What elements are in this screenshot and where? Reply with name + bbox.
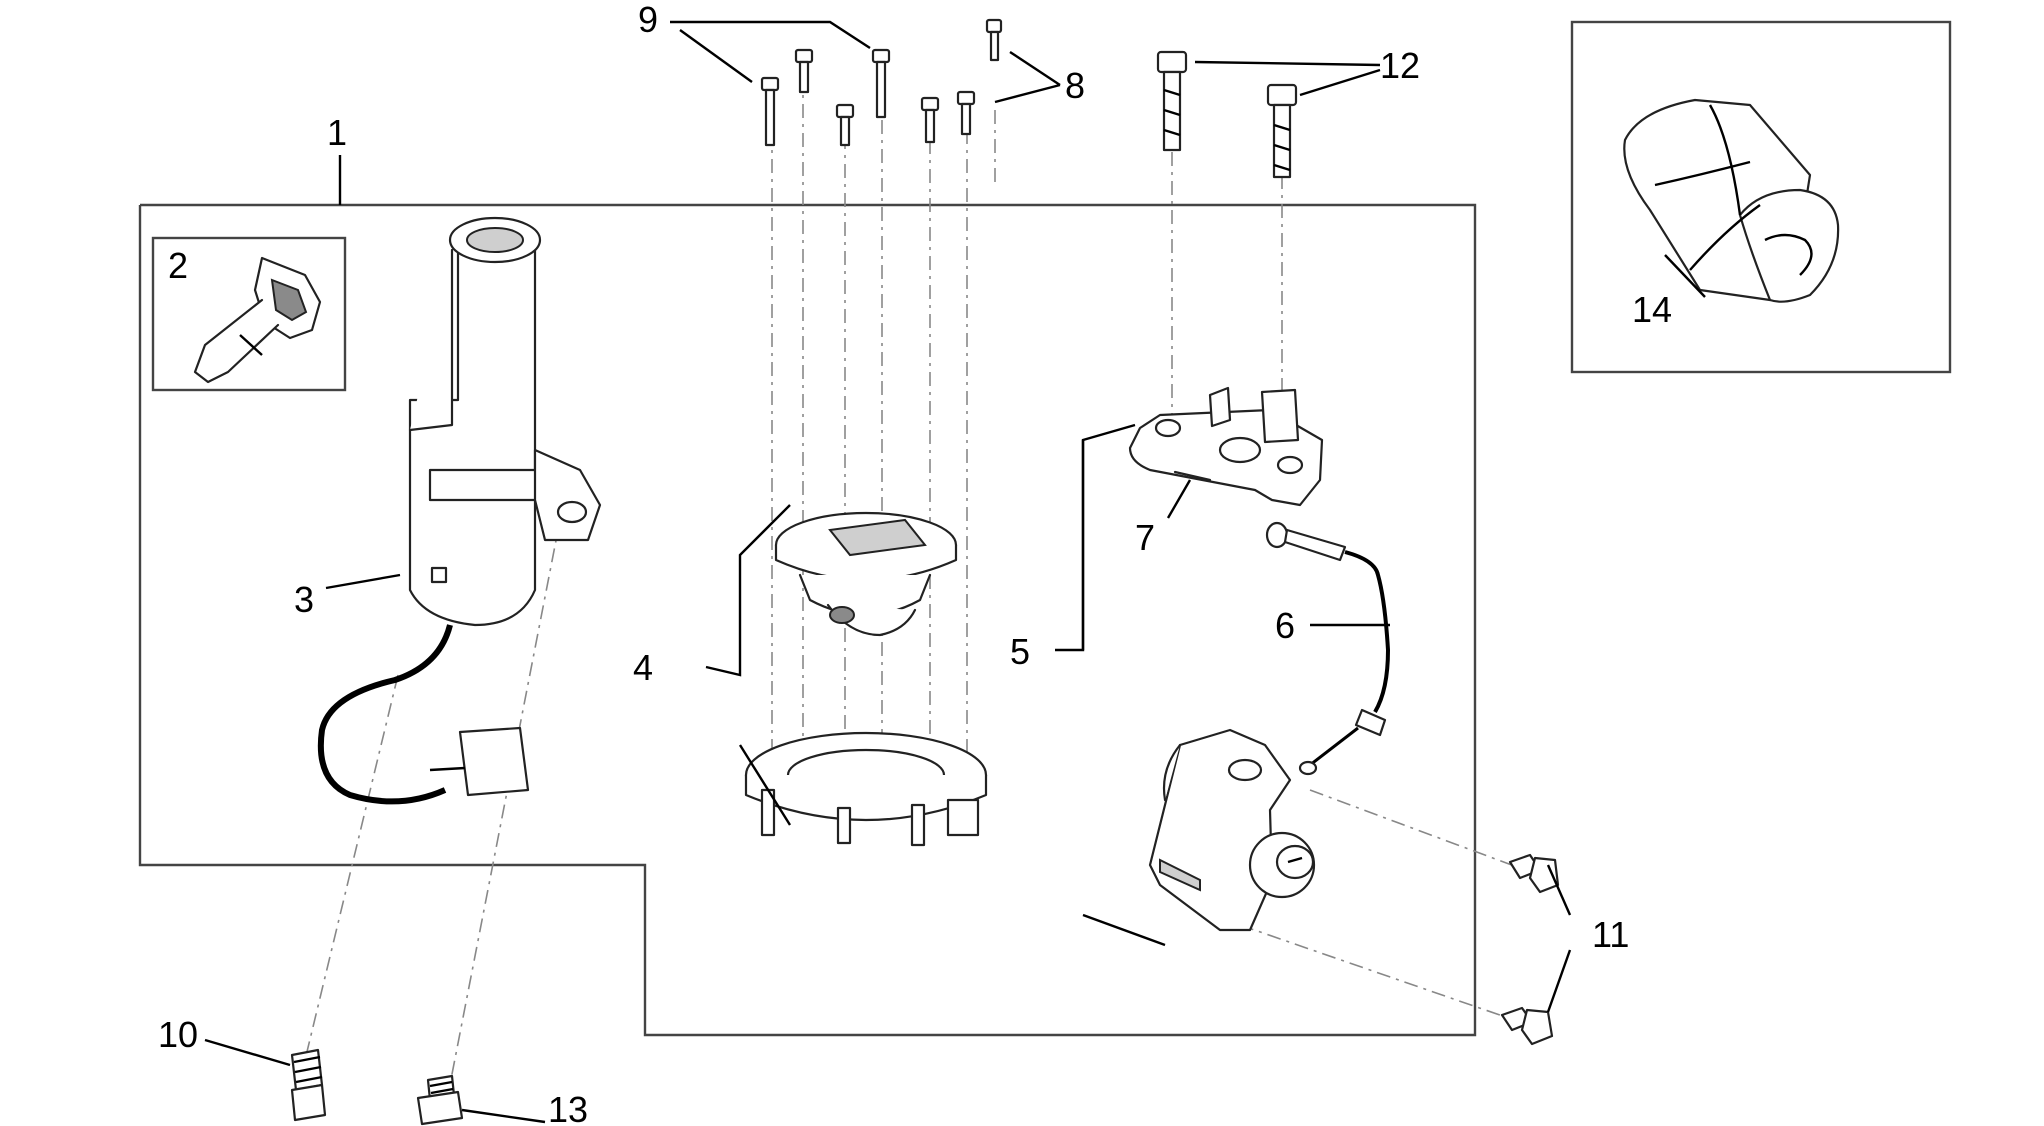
callout-9: 9 bbox=[638, 0, 658, 40]
callout-7: 7 bbox=[1135, 517, 1155, 558]
callout-13: 13 bbox=[548, 1089, 588, 1126]
kit-frame bbox=[138, 203, 1477, 1037]
screw-8c-icon bbox=[956, 90, 976, 136]
bolt-13-icon bbox=[416, 1074, 464, 1126]
screw-8b-icon bbox=[920, 96, 940, 144]
grub-screw-10-icon bbox=[290, 1048, 327, 1122]
screw-9a-icon bbox=[794, 48, 814, 94]
bolts-12-icon bbox=[1156, 50, 1298, 179]
key-inset-frame bbox=[151, 236, 347, 392]
callout-8: 8 bbox=[1065, 65, 1085, 106]
callout-5: 5 bbox=[1010, 631, 1030, 672]
accessory-inset-frame bbox=[1570, 20, 1952, 374]
callout-3: 3 bbox=[294, 579, 314, 620]
lock-body-icon bbox=[1148, 728, 1316, 932]
screw-8a-icon bbox=[985, 18, 1003, 62]
callout-10: 10 bbox=[158, 1014, 198, 1055]
callout-2: 2 bbox=[168, 245, 188, 286]
pouch-icon bbox=[1623, 98, 1840, 303]
callout-6: 6 bbox=[1275, 605, 1295, 646]
assembly-lines bbox=[304, 75, 1526, 1111]
callout-4: 4 bbox=[633, 647, 653, 688]
key-icon bbox=[193, 256, 322, 384]
screws-8-9-icon bbox=[760, 18, 1003, 147]
fuel-cap-icon bbox=[744, 511, 988, 847]
callout-12: 12 bbox=[1380, 45, 1420, 86]
callout-14: 14 bbox=[1632, 289, 1672, 330]
screw-9b-icon bbox=[760, 76, 780, 147]
lock-plate-icon bbox=[1128, 386, 1324, 507]
bolts-11-icon bbox=[1500, 853, 1560, 1046]
callout-labels: 1 2 3 4 5 6 7 8 9 10 11 12 13 14 bbox=[158, 0, 1672, 1126]
screw-mid-icon bbox=[835, 103, 855, 147]
leader-lines bbox=[204, 20, 1706, 1124]
screw-9c-icon bbox=[871, 48, 891, 119]
ignition-switch-icon bbox=[317, 216, 602, 805]
callout-1: 1 bbox=[327, 112, 347, 153]
cable-icon bbox=[1265, 521, 1391, 776]
callout-11: 11 bbox=[1592, 914, 1629, 955]
